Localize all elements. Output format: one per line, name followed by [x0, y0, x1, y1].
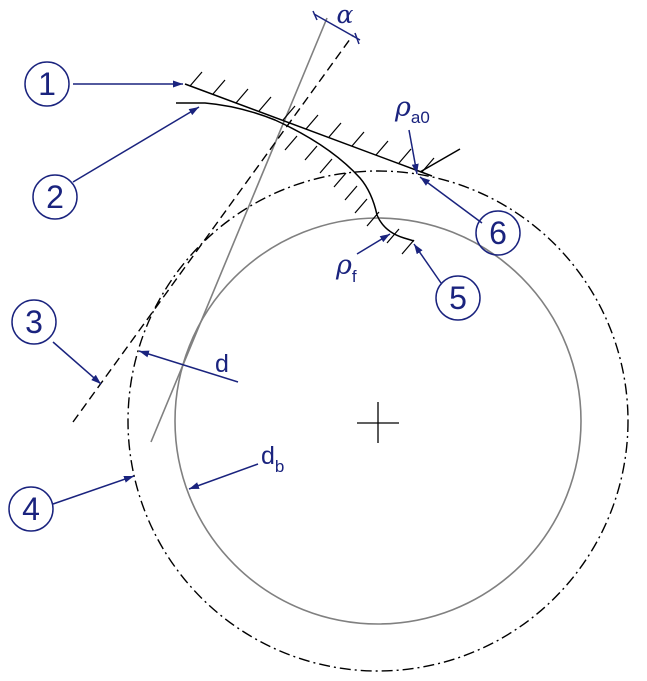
tooth-profile — [176, 102, 415, 242]
line-of-action — [150, 17, 328, 443]
tool-end-tick — [419, 148, 461, 173]
callout-6: 6 — [475, 210, 521, 256]
tangent-line-dashed — [72, 34, 354, 423]
leader-6 — [419, 176, 483, 224]
callout-3: 3 — [11, 299, 57, 345]
rho-f-label: ρf — [335, 250, 357, 286]
svg-text:4: 4 — [22, 491, 40, 527]
rho-a0-label: ρa0 — [394, 92, 430, 127]
leaders — [52, 80, 483, 505]
leader-5 — [413, 243, 442, 284]
leader-4 — [52, 475, 135, 505]
dim-db-label: db — [261, 442, 284, 476]
svg-text:5: 5 — [449, 280, 467, 316]
leader-db — [188, 463, 259, 490]
callout-5: 5 — [435, 275, 481, 321]
svg-text:2: 2 — [46, 179, 64, 215]
leader-d — [138, 350, 239, 383]
center-mark — [357, 402, 399, 443]
tool-reference-line — [184, 83, 433, 177]
tool-hatching — [189, 71, 435, 255]
leader-2 — [72, 106, 200, 183]
callout-2: 2 — [32, 174, 78, 220]
svg-text:3: 3 — [25, 304, 43, 340]
svg-text:1: 1 — [38, 66, 56, 102]
leader-rho-a0 — [408, 129, 419, 175]
dim-d-label: d — [215, 350, 229, 378]
leader-3 — [52, 341, 102, 385]
alpha-angle-marker — [312, 10, 361, 45]
alpha-label: α — [337, 0, 354, 29]
svg-text:6: 6 — [489, 215, 507, 251]
reference-circle — [127, 170, 629, 672]
callout-1: 1 — [24, 61, 70, 107]
leader-rho-f — [356, 233, 391, 255]
callout-4: 4 — [8, 486, 54, 532]
